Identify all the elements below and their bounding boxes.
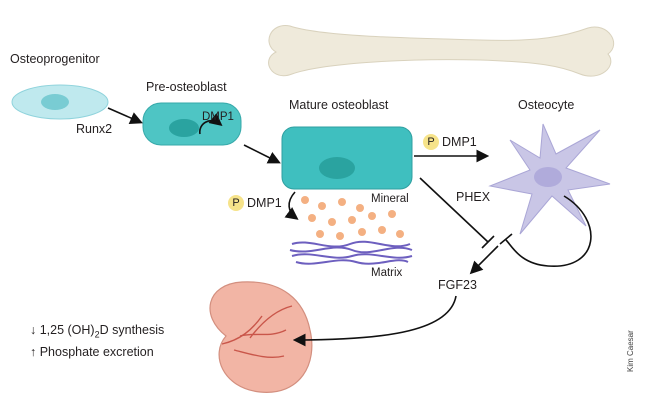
label-osteocyte: Osteocyte (518, 98, 575, 112)
label-phosphate-excretion: ↑ Phosphate excretion (30, 345, 154, 359)
phex-inhibition-line (419, 177, 489, 243)
vitamin-d-suffix: D synthesis (99, 323, 165, 337)
label-mature-osteoblast: Mature osteoblast (289, 98, 389, 112)
label-runx2: Runx2 (76, 122, 113, 136)
bone-illustration (268, 25, 614, 77)
phosphate-badge-left: P (228, 195, 244, 211)
label-dmp1-inner: DMP1 (202, 111, 234, 123)
arrow-preosteoblast-to-mature (243, 144, 281, 164)
vitamin-d-subscript: 2 (94, 329, 100, 340)
label-pre-osteoblast: Pre-osteoblast (146, 80, 227, 94)
label-p-dmp1-left: DMP1 (247, 196, 282, 210)
arrow-fgf23-to-kidney (292, 295, 457, 347)
kidney-illustration (209, 281, 313, 393)
arrow-dmp1-curl (199, 113, 223, 135)
arrow-to-fgf23 (469, 245, 499, 275)
collagen-matrix (289, 240, 413, 265)
osteoprogenitor-cell (11, 84, 109, 120)
mature-osteoblast-cell (281, 126, 413, 190)
phosphate-badge-top: P (423, 134, 439, 150)
arrow-osteoblast-to-mineral (284, 191, 299, 220)
vitamin-d-prefix: ↓ 1,25 (OH) (30, 323, 95, 337)
label-vitamin-d-synthesis: ↓ 1,25 (OH)2D synthesis (30, 323, 164, 343)
osteocyte-tbar (499, 233, 513, 245)
mineral-crystals (301, 196, 404, 240)
label-fgf23: FGF23 (438, 278, 477, 292)
label-phex: PHEX (456, 190, 491, 204)
artist-credit: Kim Caesar (626, 330, 635, 372)
pathway-arrows (107, 107, 592, 347)
osteocyte-to-fgf23-loop (505, 195, 592, 267)
phex-tbar (481, 235, 495, 249)
label-matrix: Matrix (371, 267, 403, 279)
label-osteoprogenitor: Osteoprogenitor (10, 52, 100, 66)
osteocyte-cell (488, 123, 611, 235)
label-mineral: Mineral (371, 193, 409, 205)
label-p-dmp1-top: DMP1 (442, 135, 477, 149)
arrow-progenitor-to-preosteoblast (107, 107, 143, 125)
